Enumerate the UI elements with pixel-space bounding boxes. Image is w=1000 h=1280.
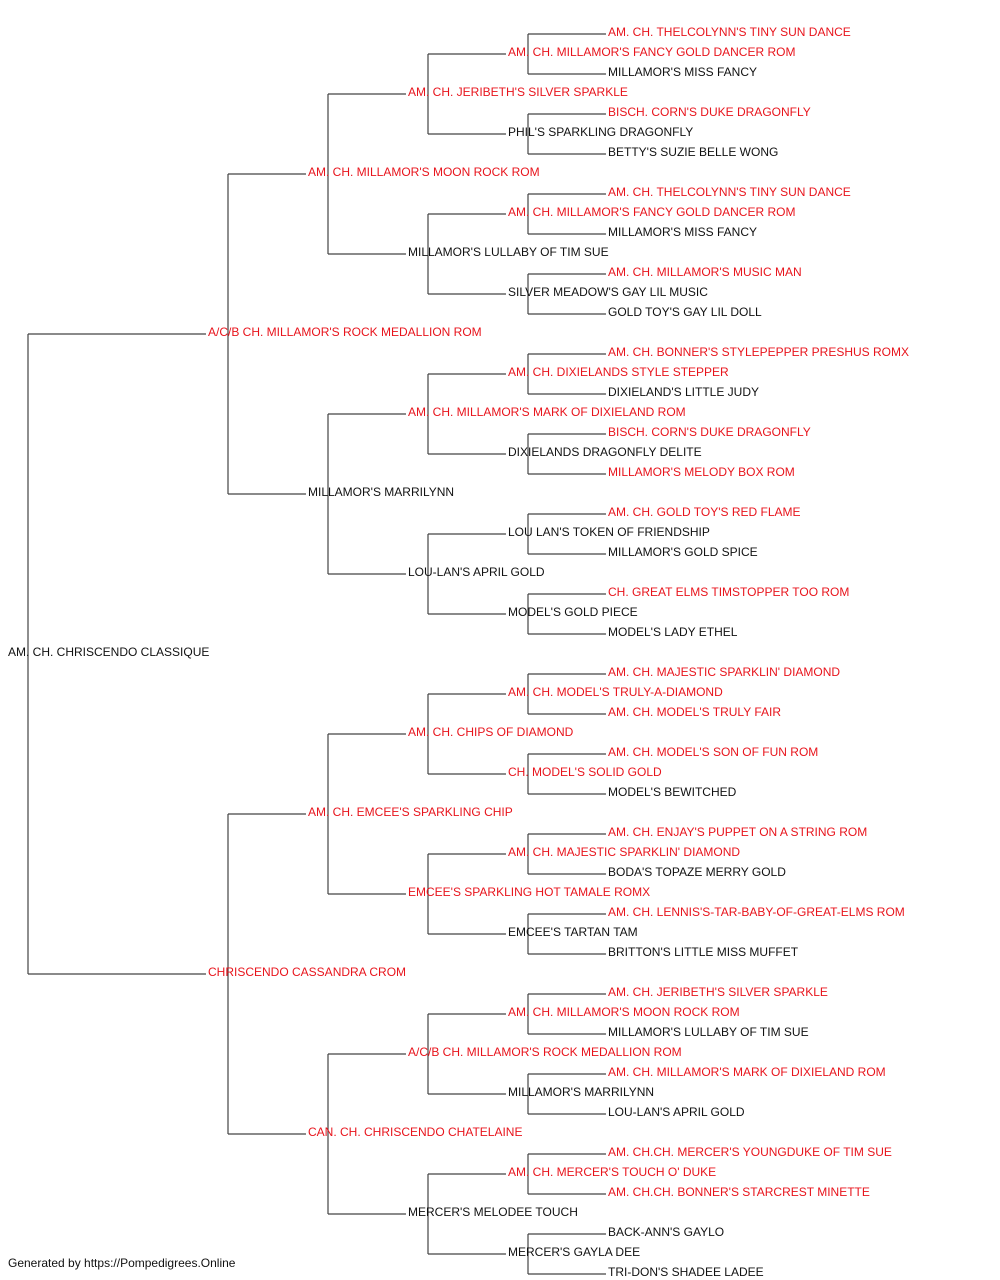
dog-name-dam-sire-sire-dam-dam: MODEL'S BEWITCHED [608, 785, 737, 799]
dog-name-sire-dam-sire: AM. CH. MILLAMOR'S MARK OF DIXIELAND ROM [408, 405, 686, 419]
dog-name-dam-dam-sire: A/C/B CH. MILLAMOR'S ROCK MEDALLION ROM [408, 1045, 682, 1059]
dog-name-sire-sire-sire-sire-sire: AM. CH. THELCOLYNN'S TINY SUN DANCE [608, 25, 851, 39]
dog-name-sire-dam-sire-dam-dam: MILLAMOR'S MELODY BOX ROM [608, 465, 795, 479]
dog-name-sire-sire-sire-dam-dam: BETTY'S SUZIE BELLE WONG [608, 145, 778, 159]
dog-name-dam-sire: AM. CH. EMCEE'S SPARKLING CHIP [308, 805, 513, 819]
dog-name-sire-sire-sire-sire: AM. CH. MILLAMOR'S FANCY GOLD DANCER ROM [508, 45, 795, 59]
dog-name-dam-dam-dam: MERCER'S MELODEE TOUCH [408, 1205, 578, 1219]
dog-name-dam-dam-sire-dam: MILLAMOR'S MARRILYNN [508, 1085, 654, 1099]
dog-name-dam-dam-sire-sire-dam: MILLAMOR'S LULLABY OF TIM SUE [608, 1025, 809, 1039]
dog-name-dam-sire-sire-sire: AM. CH. MODEL'S TRULY-A-DIAMOND [508, 685, 723, 699]
dog-name-sire-dam-dam-sire-dam: MILLAMOR'S GOLD SPICE [608, 545, 758, 559]
dog-name-sire-sire-dam-sire: AM. CH. MILLAMOR'S FANCY GOLD DANCER ROM [508, 205, 795, 219]
dog-name-sire-sire-dam-sire-dam: MILLAMOR'S MISS FANCY [608, 225, 757, 239]
dog-name-sire-dam-sire-dam: DIXIELANDS DRAGONFLY DELITE [508, 445, 702, 459]
dog-name-dam-sire-dam-sire-sire: AM. CH. ENJAY'S PUPPET ON A STRING ROM [608, 825, 867, 839]
dog-name-dam-dam-dam-sire-dam: AM. CH.CH. BONNER'S STARCREST MINETTE [608, 1185, 870, 1199]
dog-name-sire-sire-dam-sire-sire: AM. CH. THELCOLYNN'S TINY SUN DANCE [608, 185, 851, 199]
dog-name-sire-dam-sire-dam-sire: BISCH. CORN'S DUKE DRAGONFLY [608, 425, 811, 439]
dog-name-dam: CHRISCENDO CASSANDRA CROM [208, 965, 406, 979]
dog-name-sire-dam: MILLAMOR'S MARRILYNN [308, 485, 454, 499]
dog-name-sire-dam-dam-dam: MODEL'S GOLD PIECE [508, 605, 638, 619]
dog-name-dam-sire-sire: AM. CH. CHIPS OF DIAMOND [408, 725, 574, 739]
dog-name-sire-dam-dam-sire-sire: AM. CH. GOLD TOY'S RED FLAME [608, 505, 801, 519]
dog-name-sire-dam-dam-dam-dam: MODEL'S LADY ETHEL [608, 625, 738, 639]
dog-name-sire-sire-sire: AM. CH. JERIBETH'S SILVER SPARKLE [408, 85, 628, 99]
dog-name-dam-sire-dam-dam-sire: AM. CH. LENNIS'S-TAR-BABY-OF-GREAT-ELMS … [608, 905, 905, 919]
dog-name-dam-sire-dam-sire: AM. CH. MAJESTIC SPARKLIN' DIAMOND [508, 845, 740, 859]
dog-name-dam-dam-dam-dam-dam: TRI-DON'S SHADEE LADEE [608, 1265, 764, 1279]
dog-name-dam-dam-sire-sire: AM. CH. MILLAMOR'S MOON ROCK ROM [508, 1005, 740, 1019]
dog-name-dam-sire-dam-dam: EMCEE'S TARTAN TAM [508, 925, 638, 939]
dog-name-sire-sire: AM. CH. MILLAMOR'S MOON ROCK ROM [308, 165, 540, 179]
dog-name-dam-dam: CAN. CH. CHRISCENDO CHATELAINE [308, 1125, 522, 1139]
dog-name-dam-sire-sire-sire-sire: AM. CH. MAJESTIC SPARKLIN' DIAMOND [608, 665, 840, 679]
dog-name-dam-dam-sire-dam-dam: LOU-LAN'S APRIL GOLD [608, 1105, 745, 1119]
dog-name-dam-sire-sire-sire-dam: AM. CH. MODEL'S TRULY FAIR [608, 705, 781, 719]
dog-name-root: AM. CH. CHRISCENDO CLASSIQUE [8, 645, 209, 659]
dog-name-sire: A/C/B CH. MILLAMOR'S ROCK MEDALLION ROM [208, 325, 482, 339]
dog-name-dam-dam-dam-dam: MERCER'S GAYLA DEE [508, 1245, 640, 1259]
dog-name-dam-dam-dam-sire-sire: AM. CH.CH. MERCER'S YOUNGDUKE OF TIM SUE [608, 1145, 892, 1159]
dog-name-dam-sire-dam: EMCEE'S SPARKLING HOT TAMALE ROMX [408, 885, 650, 899]
dog-name-dam-dam-sire-sire-sire: AM. CH. JERIBETH'S SILVER SPARKLE [608, 985, 828, 999]
dog-name-dam-dam-dam-dam-sire: BACK-ANN'S GAYLO [608, 1225, 724, 1239]
dog-name-sire-sire-sire-dam-sire: BISCH. CORN'S DUKE DRAGONFLY [608, 105, 811, 119]
dog-name-sire-dam-dam: LOU-LAN'S APRIL GOLD [408, 565, 545, 579]
dog-name-sire-dam-dam-sire: LOU LAN'S TOKEN OF FRIENDSHIP [508, 525, 710, 539]
dog-name-sire-sire-dam-dam-sire: AM. CH. MILLAMOR'S MUSIC MAN [608, 265, 802, 279]
dog-name-dam-sire-sire-dam: CH. MODEL'S SOLID GOLD [508, 765, 662, 779]
dog-name-sire-sire-sire-dam: PHIL'S SPARKLING DRAGONFLY [508, 125, 693, 139]
dog-name-sire-dam-dam-dam-sire: CH. GREAT ELMS TIMSTOPPER TOO ROM [608, 585, 849, 599]
dog-name-dam-sire-dam-dam-dam: BRITTON'S LITTLE MISS MUFFET [608, 945, 799, 959]
dog-name-sire-dam-sire-sire: AM. CH. DIXIELANDS STYLE STEPPER [508, 365, 729, 379]
dog-name-sire-sire-sire-sire-dam: MILLAMOR'S MISS FANCY [608, 65, 757, 79]
dog-name-dam-sire-dam-sire-dam: BODA'S TOPAZE MERRY GOLD [608, 865, 786, 879]
dog-name-sire-sire-dam: MILLAMOR'S LULLABY OF TIM SUE [408, 245, 609, 259]
dog-name-sire-dam-sire-sire-sire: AM. CH. BONNER'S STYLEPEPPER PRESHUS ROM… [608, 345, 909, 359]
dog-name-dam-dam-dam-sire: AM. CH. MERCER'S TOUCH O' DUKE [508, 1165, 716, 1179]
dog-name-sire-dam-sire-sire-dam: DIXIELAND'S LITTLE JUDY [608, 385, 759, 399]
generated-by-footer: Generated by https://Pompedigrees.Online [8, 1256, 236, 1270]
dog-name-dam-sire-sire-dam-sire: AM. CH. MODEL'S SON OF FUN ROM [608, 745, 818, 759]
dog-name-sire-sire-dam-dam-dam: GOLD TOY'S GAY LIL DOLL [608, 305, 762, 319]
dog-name-dam-dam-sire-dam-sire: AM. CH. MILLAMOR'S MARK OF DIXIELAND ROM [608, 1065, 886, 1079]
dog-name-sire-sire-dam-dam: SILVER MEADOW'S GAY LIL MUSIC [508, 285, 708, 299]
